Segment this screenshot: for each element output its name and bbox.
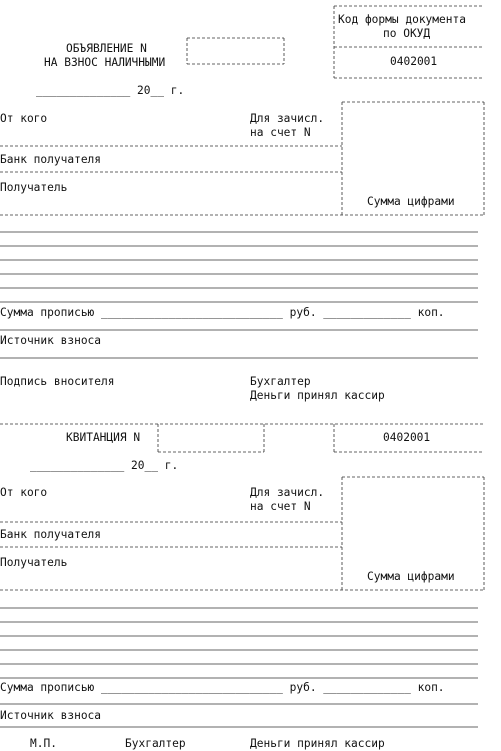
document-title: ОБЪЯВЛЕНИЕ N bbox=[66, 42, 147, 55]
receipt-title: КВИТАНЦИЯ N bbox=[66, 431, 141, 444]
receipt-bank-label: Банк получателя bbox=[0, 528, 102, 541]
form-code-label: Код формы документа bbox=[338, 13, 466, 26]
payer-signature-label: Подпись вносителя bbox=[0, 375, 115, 388]
cashier-label: Деньги принял кассир bbox=[250, 389, 385, 402]
receipt-source-label: Источник взноса bbox=[0, 709, 102, 722]
sum-words-line[interactable]: Сумма прописью _________________________… bbox=[0, 306, 445, 319]
receipt-accountant-label: Бухгалтер bbox=[125, 737, 186, 750]
receipt-date-line[interactable]: ______________ 20__ г. bbox=[30, 459, 179, 472]
receipt-recipient-label: Получатель bbox=[0, 556, 68, 569]
receipt-from-label: От кого bbox=[0, 486, 48, 499]
stamp-label: М.П. bbox=[30, 737, 57, 750]
receipt-cashier-label: Деньги принял кассир bbox=[250, 737, 385, 750]
account-number-label: на счет N bbox=[250, 126, 311, 139]
bank-label: Банк получателя bbox=[0, 153, 102, 166]
receipt-account-number-label: на счет N bbox=[250, 500, 311, 513]
sum-digits-label: Сумма цифрами bbox=[367, 195, 455, 208]
date-line[interactable]: ______________ 20__ г. bbox=[36, 84, 185, 97]
form-code-label-okud: по ОКУД bbox=[383, 27, 431, 40]
receipt-sum-digits-label: Сумма цифрами bbox=[367, 570, 455, 583]
account-label: Для зачисл. bbox=[250, 112, 325, 125]
receipt-sum-words-line[interactable]: Сумма прописью _________________________… bbox=[0, 681, 445, 694]
okud-code: 0402001 bbox=[390, 55, 438, 68]
recipient-label: Получатель bbox=[0, 181, 68, 194]
receipt-okud-code: 0402001 bbox=[383, 431, 431, 444]
document-subtitle: НА ВЗНОС НАЛИЧНЫМИ bbox=[44, 56, 166, 69]
source-label: Источник взноса bbox=[0, 334, 102, 347]
accountant-label: Бухгалтер bbox=[250, 375, 311, 388]
receipt-account-label: Для зачисл. bbox=[250, 486, 325, 499]
from-label: От кого bbox=[0, 112, 48, 125]
